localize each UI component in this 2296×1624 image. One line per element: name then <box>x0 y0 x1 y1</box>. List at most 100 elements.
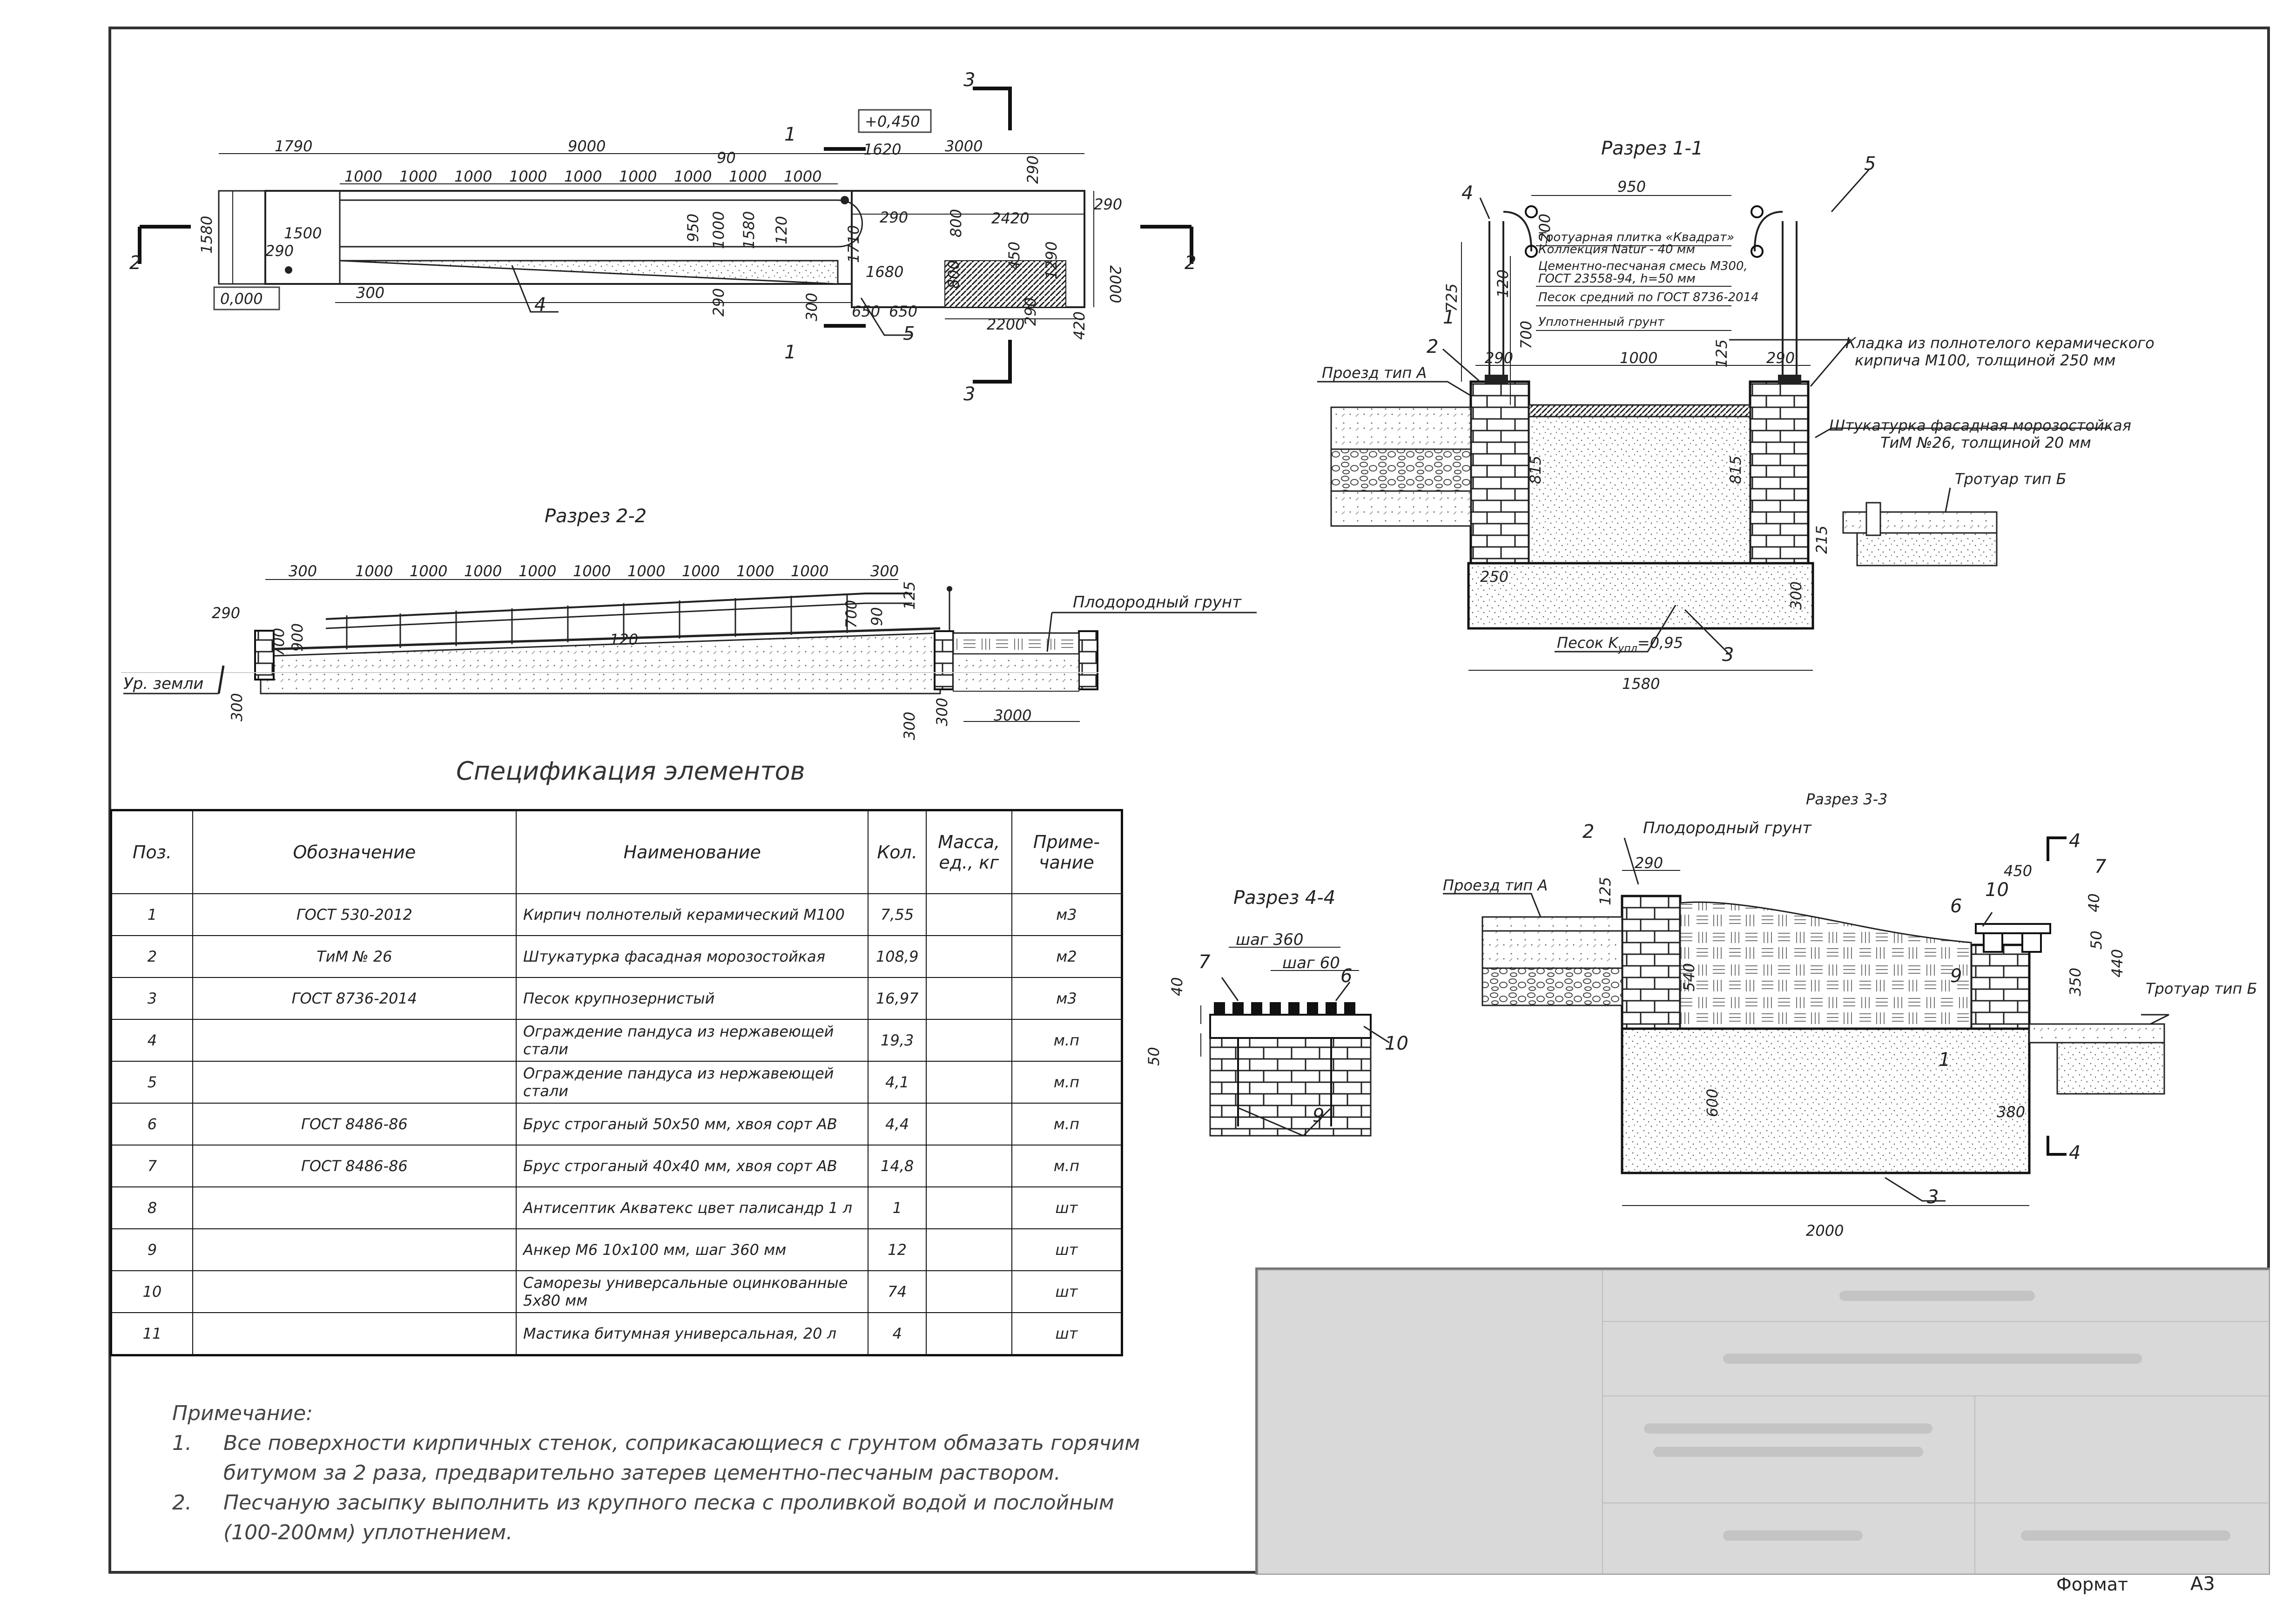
plan-dim-2200: 2200 <box>987 316 1024 333</box>
spec-pos: 8 <box>110 1186 193 1229</box>
note-line: (100-200мм) уплотнением. <box>223 1521 513 1544</box>
s33-dim-2000: 2000 <box>1806 1222 1844 1240</box>
plan-dim-1000: 1000 <box>399 168 437 185</box>
plan-dim-1000: 1000 <box>784 168 821 185</box>
plan-dim-950: 950 <box>684 214 702 242</box>
title-block-blur <box>1644 1423 1932 1434</box>
s44-callout-6: 6 <box>1340 965 1352 987</box>
plan-dim-3000: 3000 <box>945 137 983 155</box>
s33-sidewalk-b: Тротуар тип Б <box>2146 980 2257 997</box>
plan-dim-650: 650 <box>852 303 880 320</box>
spec-pos: 7 <box>110 1145 193 1187</box>
s44-step-60: шаг 60 <box>1282 954 1340 972</box>
s33-callout-1: 1 <box>1939 1049 1950 1071</box>
notes-block: Примечание: 1. Все поверхности кирпичных… <box>172 1399 1201 1548</box>
s33-dim-440: 440 <box>2108 949 2126 977</box>
s22-dim-1000: 1000 <box>736 562 774 580</box>
plan-dim-650: 650 <box>889 303 917 320</box>
s44-dim-50: 50 <box>1145 1047 1163 1066</box>
spec-name: Саморезы универсальные оцинкованные 5х80… <box>515 1270 869 1313</box>
spec-title: Спецификация элементов <box>456 756 805 786</box>
plan-dim-1000v: 1000 <box>710 211 727 249</box>
s22-dim-1000: 1000 <box>682 562 720 580</box>
spec-header-row: Поз. Обозначение Наименование Кол. Масса… <box>110 809 1123 894</box>
section-1-1-foundation-sand <box>1467 562 1814 630</box>
s33-callout-4: 4 <box>2069 830 2081 852</box>
spec-note: м.п <box>1011 1061 1123 1104</box>
plan-section-2-right: 2 <box>1185 252 1196 274</box>
title-block-blur <box>1723 1354 2142 1364</box>
plan-section-3-top: 3 <box>963 69 975 91</box>
spec-qty: 14,8 <box>868 1145 927 1187</box>
section-1-1: Разрез 1-1 <box>1317 138 2155 693</box>
s11-dim-700: 700 <box>1517 321 1535 349</box>
s22-dim-900: 900 <box>289 623 306 652</box>
plan-section-3-bottom: 3 <box>963 384 975 405</box>
s22-dim-300: 300 <box>870 562 899 580</box>
spec-pos: 1 <box>110 893 193 936</box>
s11-plaster-note-2: ТиМ №26, толщиной 20 мм <box>1880 434 2091 451</box>
s11-dim-815: 815 <box>1727 456 1744 484</box>
s22-dim-700: 700 <box>270 628 288 656</box>
s11-layer: Песок средний по ГОСТ 8736-2014 <box>1538 290 1759 304</box>
plan-dim-120: 120 <box>773 216 790 244</box>
spec-header-mass-2: ед., кг <box>939 852 999 873</box>
spec-designation <box>192 1270 517 1313</box>
s11-layer: ГОСТ 23558-94, h=50 мм <box>1538 272 1696 286</box>
s22-dim-90: 90 <box>868 607 886 626</box>
note-line: Песчаную засыпку выполнить из крупного п… <box>223 1491 1114 1515</box>
s33-callout-2: 2 <box>1582 821 1594 842</box>
plan-dim-1000: 1000 <box>729 168 767 185</box>
spec-designation: ГОСТ 8486-86 <box>192 1145 517 1187</box>
section-3-3-sidewalk <box>2028 1023 2165 1044</box>
s22-dim-3000: 3000 <box>994 707 1031 724</box>
note-number: 1. <box>172 1431 192 1455</box>
plan-dim-290: 290 <box>1022 297 1039 326</box>
s11-dim-815: 815 <box>1527 456 1544 484</box>
s44-callout-9: 9 <box>1313 1105 1324 1126</box>
section-2-2-ramp-body <box>260 632 941 694</box>
s33-callout-6: 6 <box>1950 896 1962 917</box>
spec-pos: 2 <box>110 935 193 978</box>
spec-designation: ГОСТ 8736-2014 <box>192 977 517 1020</box>
s11-dim-1580: 1580 <box>1622 675 1660 693</box>
s44-step-360: шаг 360 <box>1236 930 1304 949</box>
spec-name: Песок крупнозернистый <box>515 977 869 1020</box>
s33-dim-50: 50 <box>2087 930 2105 950</box>
spec-designation <box>192 1019 517 1062</box>
s11-masonry-note-2: кирпича М100, толщиной 250 мм <box>1855 351 2115 369</box>
title-block-blur <box>2021 1530 2230 1541</box>
spec-pos: 3 <box>110 977 193 1020</box>
plan-dim-1680: 1680 <box>866 263 903 281</box>
plan-dim-1000: 1000 <box>619 168 657 185</box>
plan-dim-1000: 1000 <box>344 168 382 185</box>
s33-dim-40: 40 <box>2085 893 2103 912</box>
s11-dim-290: 290 <box>1485 349 1513 367</box>
section-1-1-left-wall <box>1469 380 1530 565</box>
s33-callout-7: 7 <box>2094 856 2107 877</box>
spec-header-note-2: чание <box>1039 852 1094 873</box>
plan-dim-1500: 1500 <box>284 224 322 242</box>
spec-pos: 5 <box>110 1061 193 1104</box>
title-block-stage-cell <box>1974 1395 2269 1504</box>
s22-ground-label: Ур. земли <box>123 674 203 693</box>
spec-note: м3 <box>1011 893 1123 936</box>
section-3-3-title: Разрез 3-3 <box>1806 790 1887 808</box>
s11-dim-950: 950 <box>1617 178 1646 195</box>
plan-callout-5: 5 <box>903 323 915 344</box>
spec-header-note: Приме-чание <box>1011 809 1123 894</box>
section-3-3-bench-board <box>1975 923 2051 934</box>
s22-dim-1000: 1000 <box>791 562 828 580</box>
plan-dim-1000: 1000 <box>454 168 492 185</box>
spec-pos: 4 <box>110 1019 193 1062</box>
title-block-blur <box>1839 1291 2035 1301</box>
note-item: 1. Все поверхности кирпичных стенок, соп… <box>172 1429 1201 1488</box>
spec-pos: 6 <box>110 1103 193 1146</box>
plan-dim-290: 290 <box>880 209 908 226</box>
plan-dim-300: 300 <box>356 284 384 302</box>
